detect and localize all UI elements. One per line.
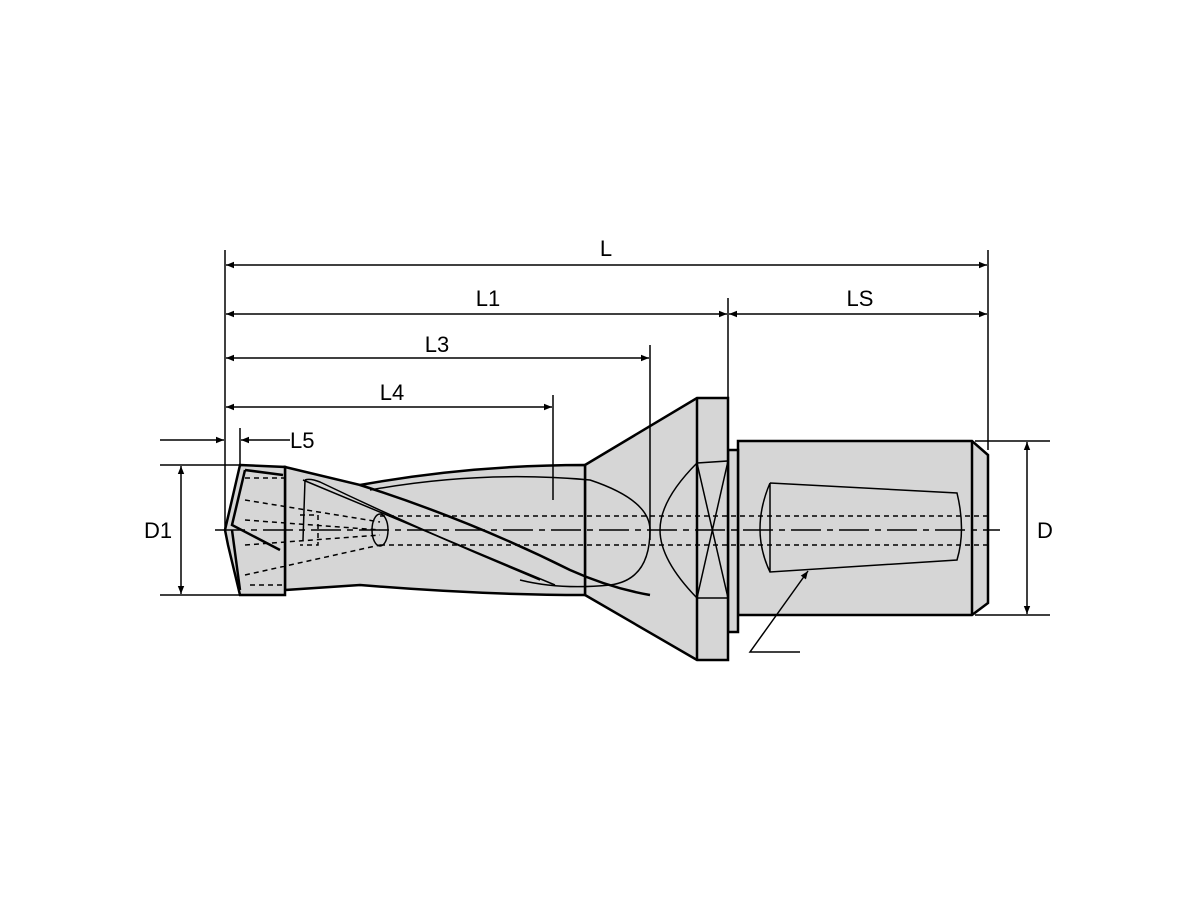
- label-L4: L4: [380, 380, 404, 405]
- label-LS: LS: [847, 286, 874, 311]
- label-D: D: [1037, 518, 1053, 543]
- label-D1: D1: [144, 518, 172, 543]
- dimension-lines: [160, 261, 1031, 653]
- collar: [726, 448, 740, 634]
- label-L1: L1: [476, 286, 500, 311]
- drill-body: [223, 396, 990, 662]
- flange: [583, 396, 730, 662]
- extension-lines: [160, 250, 1050, 616]
- label-L3: L3: [425, 332, 449, 357]
- leader-arrow: [748, 570, 809, 653]
- label-L: L: [600, 236, 612, 261]
- label-L5: L5: [290, 428, 314, 453]
- shank: [736, 439, 990, 617]
